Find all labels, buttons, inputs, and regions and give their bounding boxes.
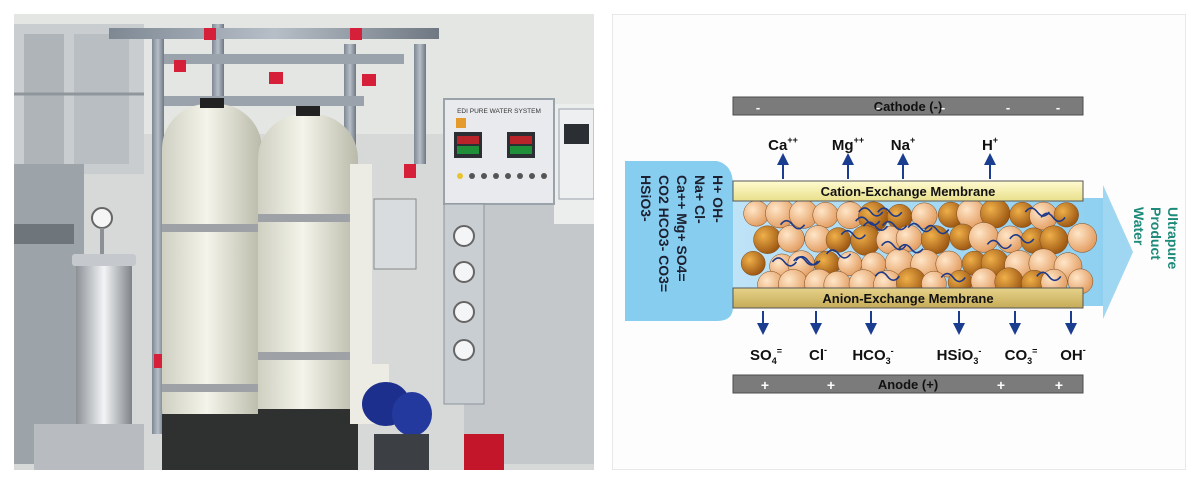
resin-tank-right <box>258 106 358 470</box>
svg-text:HCO3-: HCO3- <box>852 346 893 366</box>
svg-text:CO3=: CO3= <box>1005 346 1038 366</box>
anode-electrode: Anode (+) + + + + <box>732 374 1084 394</box>
cation-h: H+ <box>982 135 998 179</box>
control-panel-title: EDI PURE WATER SYSTEM <box>457 108 541 115</box>
anion-exchange-membrane: Anion-Exchange Membrane <box>732 287 1084 309</box>
anion-so: SO4= <box>750 311 782 366</box>
svg-text:HSiO3-: HSiO3- <box>937 346 982 366</box>
anion-hco: HCO3- <box>852 311 894 366</box>
resin-tank-left <box>162 98 262 470</box>
anion-hsio: HSiO3- <box>937 311 982 366</box>
anion-cl: Cl- <box>809 311 827 364</box>
edi-process-diagram: Cathode (-) - - - - - Ca++ Mg++ Na+ H+ H+ OH-Na… <box>612 14 1186 470</box>
anode-plus-mark: + <box>1055 377 1063 393</box>
svg-text:SO4=: SO4= <box>750 346 782 366</box>
steel-filter <box>34 207 144 470</box>
ion-exchange-resin-beads <box>740 198 1097 300</box>
svg-text:H+: H+ <box>982 135 998 154</box>
svg-text:Cl-: Cl- <box>809 345 827 364</box>
product-water-line: Product <box>1148 207 1164 260</box>
edi-system-photo: EDI PURE WATER SYSTEM <box>14 14 594 470</box>
anion-co: CO3= <box>1005 311 1038 366</box>
cation-na: Na+ <box>891 135 915 179</box>
anode-plus-mark: + <box>997 377 1005 393</box>
edi-system-illustration: EDI PURE WATER SYSTEM <box>14 14 594 470</box>
svg-text:Ca++: Ca++ <box>768 135 798 154</box>
svg-text:OH-: OH- <box>1060 345 1086 364</box>
cation-ca: Ca++ <box>768 135 798 179</box>
cation-labels: Ca++ Mg++ Na+ H+ <box>768 135 998 179</box>
cathode-minus-mark: - <box>876 100 880 115</box>
product-water-line: Ultrapure <box>1165 207 1181 269</box>
anode-label: Anode (+) <box>878 377 938 392</box>
cathode-minus-mark: - <box>1006 100 1010 115</box>
feed-ion-line: CO2 HCO3- CO3= <box>656 175 672 292</box>
control-panel: EDI PURE WATER SYSTEM <box>443 98 594 405</box>
anion-oh: OH- <box>1060 311 1086 364</box>
background-rack <box>14 24 144 464</box>
cathode-label: Cathode (-) <box>874 99 943 114</box>
cathode-minus-mark: - <box>1056 100 1060 115</box>
cation-mg: Mg++ <box>832 135 864 179</box>
svg-text:Mg++: Mg++ <box>832 135 864 154</box>
feed-ion-line: Na+ Cl- <box>692 175 708 224</box>
feed-water-inlet: H+ OH-Na+ Cl-Ca++ Mg+ SO4=CO2 HCO3- CO3=… <box>625 161 733 321</box>
blue-pumps <box>362 382 504 470</box>
svg-text:Na+: Na+ <box>891 135 915 154</box>
cathode-minus-mark: - <box>941 100 945 115</box>
cathode-minus-mark: - <box>756 100 760 115</box>
anode-plus-mark: + <box>827 377 835 393</box>
anode-plus-mark: + <box>761 377 769 393</box>
feed-ion-line: Ca++ Mg+ SO4= <box>674 175 690 282</box>
cation-membrane-label: Cation-Exchange Membrane <box>821 184 996 199</box>
feed-ion-line: H+ OH- <box>710 175 726 223</box>
anion-membrane-label: Anion-Exchange Membrane <box>822 291 993 306</box>
cathode-electrode: Cathode (-) - - - - - <box>732 96 1084 116</box>
product-water-line: Water <box>1131 207 1147 246</box>
edi-diagram-svg: Cathode (-) - - - - - Ca++ Mg++ Na+ H+ H+ OH-Na… <box>625 96 1181 394</box>
feed-ion-line: HSiO3- <box>638 175 654 222</box>
anion-labels: SO4= Cl- HCO3- HSiO3- CO3= OH- <box>750 311 1086 366</box>
product-flow-arrow <box>1103 185 1133 319</box>
cation-exchange-membrane: Cation-Exchange Membrane <box>732 180 1084 202</box>
